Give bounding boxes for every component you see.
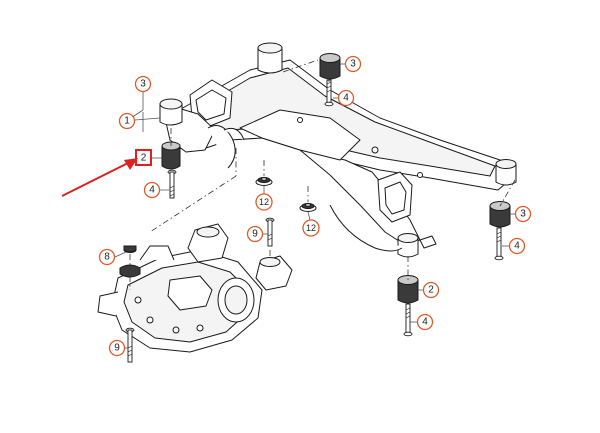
svg-text:4: 4 xyxy=(514,241,520,252)
svg-text:3: 3 xyxy=(350,59,356,70)
callout-4-bottom: 4 xyxy=(416,313,434,331)
washer-left xyxy=(255,176,273,186)
mount-pad xyxy=(119,245,141,278)
svg-text:4: 4 xyxy=(149,185,155,196)
svg-text:2: 2 xyxy=(141,153,147,164)
highlight-arrow xyxy=(61,158,138,197)
bolt-diff-upper xyxy=(265,217,275,247)
svg-text:8: 8 xyxy=(104,252,110,263)
callout-2-right: 2 xyxy=(422,281,440,299)
callout-12-left: 12 xyxy=(255,193,273,211)
washer-right xyxy=(299,202,317,212)
svg-text:9: 9 xyxy=(114,343,120,354)
callout-8: 8 xyxy=(98,248,116,266)
bolt-diff-lower xyxy=(125,327,135,363)
svg-text:12: 12 xyxy=(306,223,316,233)
svg-text:1: 1 xyxy=(124,116,130,127)
callout-3-right: 3 xyxy=(514,205,532,223)
assembly-lines xyxy=(129,59,516,290)
rear-differential xyxy=(97,223,293,353)
svg-text:4: 4 xyxy=(422,317,428,328)
callout-4-top: 4 xyxy=(337,89,355,107)
callout-1: 1 xyxy=(118,112,136,130)
svg-text:3: 3 xyxy=(140,79,146,90)
callout-4-left: 4 xyxy=(143,181,161,199)
callout-4-right: 4 xyxy=(508,237,526,255)
bolt-lower-right xyxy=(403,303,413,337)
callout-3-topleft: 3 xyxy=(134,75,152,93)
svg-text:9: 9 xyxy=(252,229,258,240)
svg-text:4: 4 xyxy=(343,93,349,104)
svg-text:3: 3 xyxy=(520,209,526,220)
svg-text:2: 2 xyxy=(428,285,434,296)
bolt-right xyxy=(494,227,504,261)
callout-2-left: 2 xyxy=(141,153,147,164)
highlight-box xyxy=(135,149,152,166)
rear-subframe xyxy=(159,42,517,258)
callout-9-upper: 9 xyxy=(246,225,264,243)
svg-text:12: 12 xyxy=(259,197,269,207)
bushing-top xyxy=(319,53,341,80)
bushing-left xyxy=(161,141,181,170)
callout-9-lower: 9 xyxy=(108,339,126,357)
callout-12-right: 12 xyxy=(302,219,320,237)
bolt-left xyxy=(167,169,177,199)
callout-3-top: 3 xyxy=(344,55,362,73)
